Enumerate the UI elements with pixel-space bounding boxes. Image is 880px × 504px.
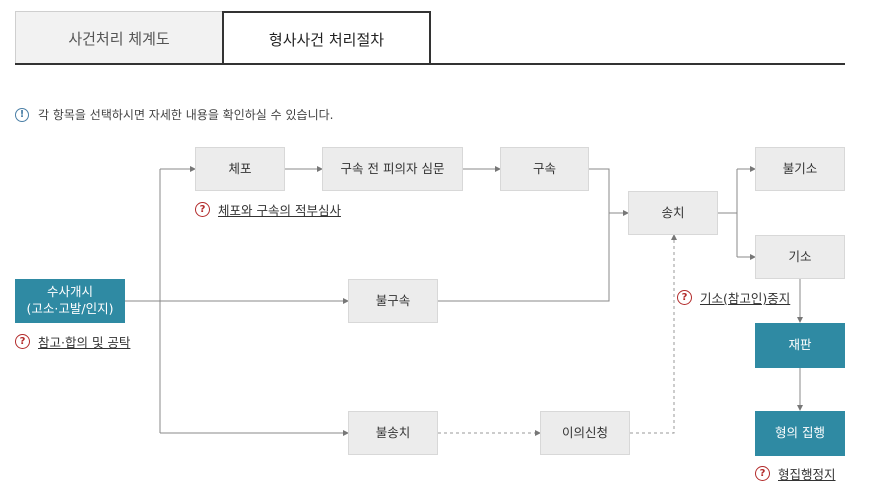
tab-case-system[interactable]: 사건처리 체계도 bbox=[15, 11, 223, 65]
node-investigation-start[interactable]: 수사개시 (고소·고발/인지) bbox=[15, 279, 125, 323]
node-trial[interactable]: 재판 bbox=[755, 323, 845, 368]
question-icon: ? bbox=[195, 202, 210, 217]
help-link-indictment-suspension[interactable]: ? 기소(참고인)중지 bbox=[677, 288, 790, 307]
node-detention[interactable]: 구속 bbox=[500, 147, 589, 191]
notice: ! 각 항목을 선택하시면 자세한 내용을 확인하실 수 있습니다. bbox=[15, 106, 333, 123]
help-link-label: 체포와 구속의 적부심사 bbox=[218, 203, 341, 218]
node-pre-detention-interrogation[interactable]: 구속 전 피의자 심문 bbox=[322, 147, 463, 191]
node-objection[interactable]: 이의신청 bbox=[540, 411, 630, 455]
help-link-label: 기소(참고인)중지 bbox=[700, 291, 791, 306]
node-arrest[interactable]: 체포 bbox=[195, 147, 285, 191]
question-icon: ? bbox=[677, 290, 692, 305]
help-link-execution-suspension[interactable]: ? 형집행정지 bbox=[755, 464, 836, 483]
node-no-referral[interactable]: 불송치 bbox=[348, 411, 438, 455]
tab-underline bbox=[15, 63, 845, 65]
question-icon: ? bbox=[755, 466, 770, 481]
notice-text: 각 항목을 선택하시면 자세한 내용을 확인하실 수 있습니다. bbox=[38, 108, 334, 122]
help-link-label: 형집행정지 bbox=[778, 467, 836, 482]
tab-criminal-procedure[interactable]: 형사사건 처리절차 bbox=[222, 11, 431, 65]
node-no-detention[interactable]: 불구속 bbox=[348, 279, 438, 323]
node-referral[interactable]: 송치 bbox=[628, 191, 718, 235]
info-icon: ! bbox=[15, 107, 29, 122]
node-sentence-execution[interactable]: 형의 집행 bbox=[755, 411, 845, 456]
question-icon: ? bbox=[15, 334, 30, 349]
help-link-settlement[interactable]: ? 참고·합의 및 공탁 bbox=[15, 332, 130, 351]
node-non-indictment[interactable]: 불기소 bbox=[755, 147, 845, 191]
help-link-arrest-review[interactable]: ? 체포와 구속의 적부심사 bbox=[195, 200, 341, 219]
node-indictment[interactable]: 기소 bbox=[755, 235, 845, 279]
help-link-label: 참고·합의 및 공탁 bbox=[38, 335, 131, 350]
